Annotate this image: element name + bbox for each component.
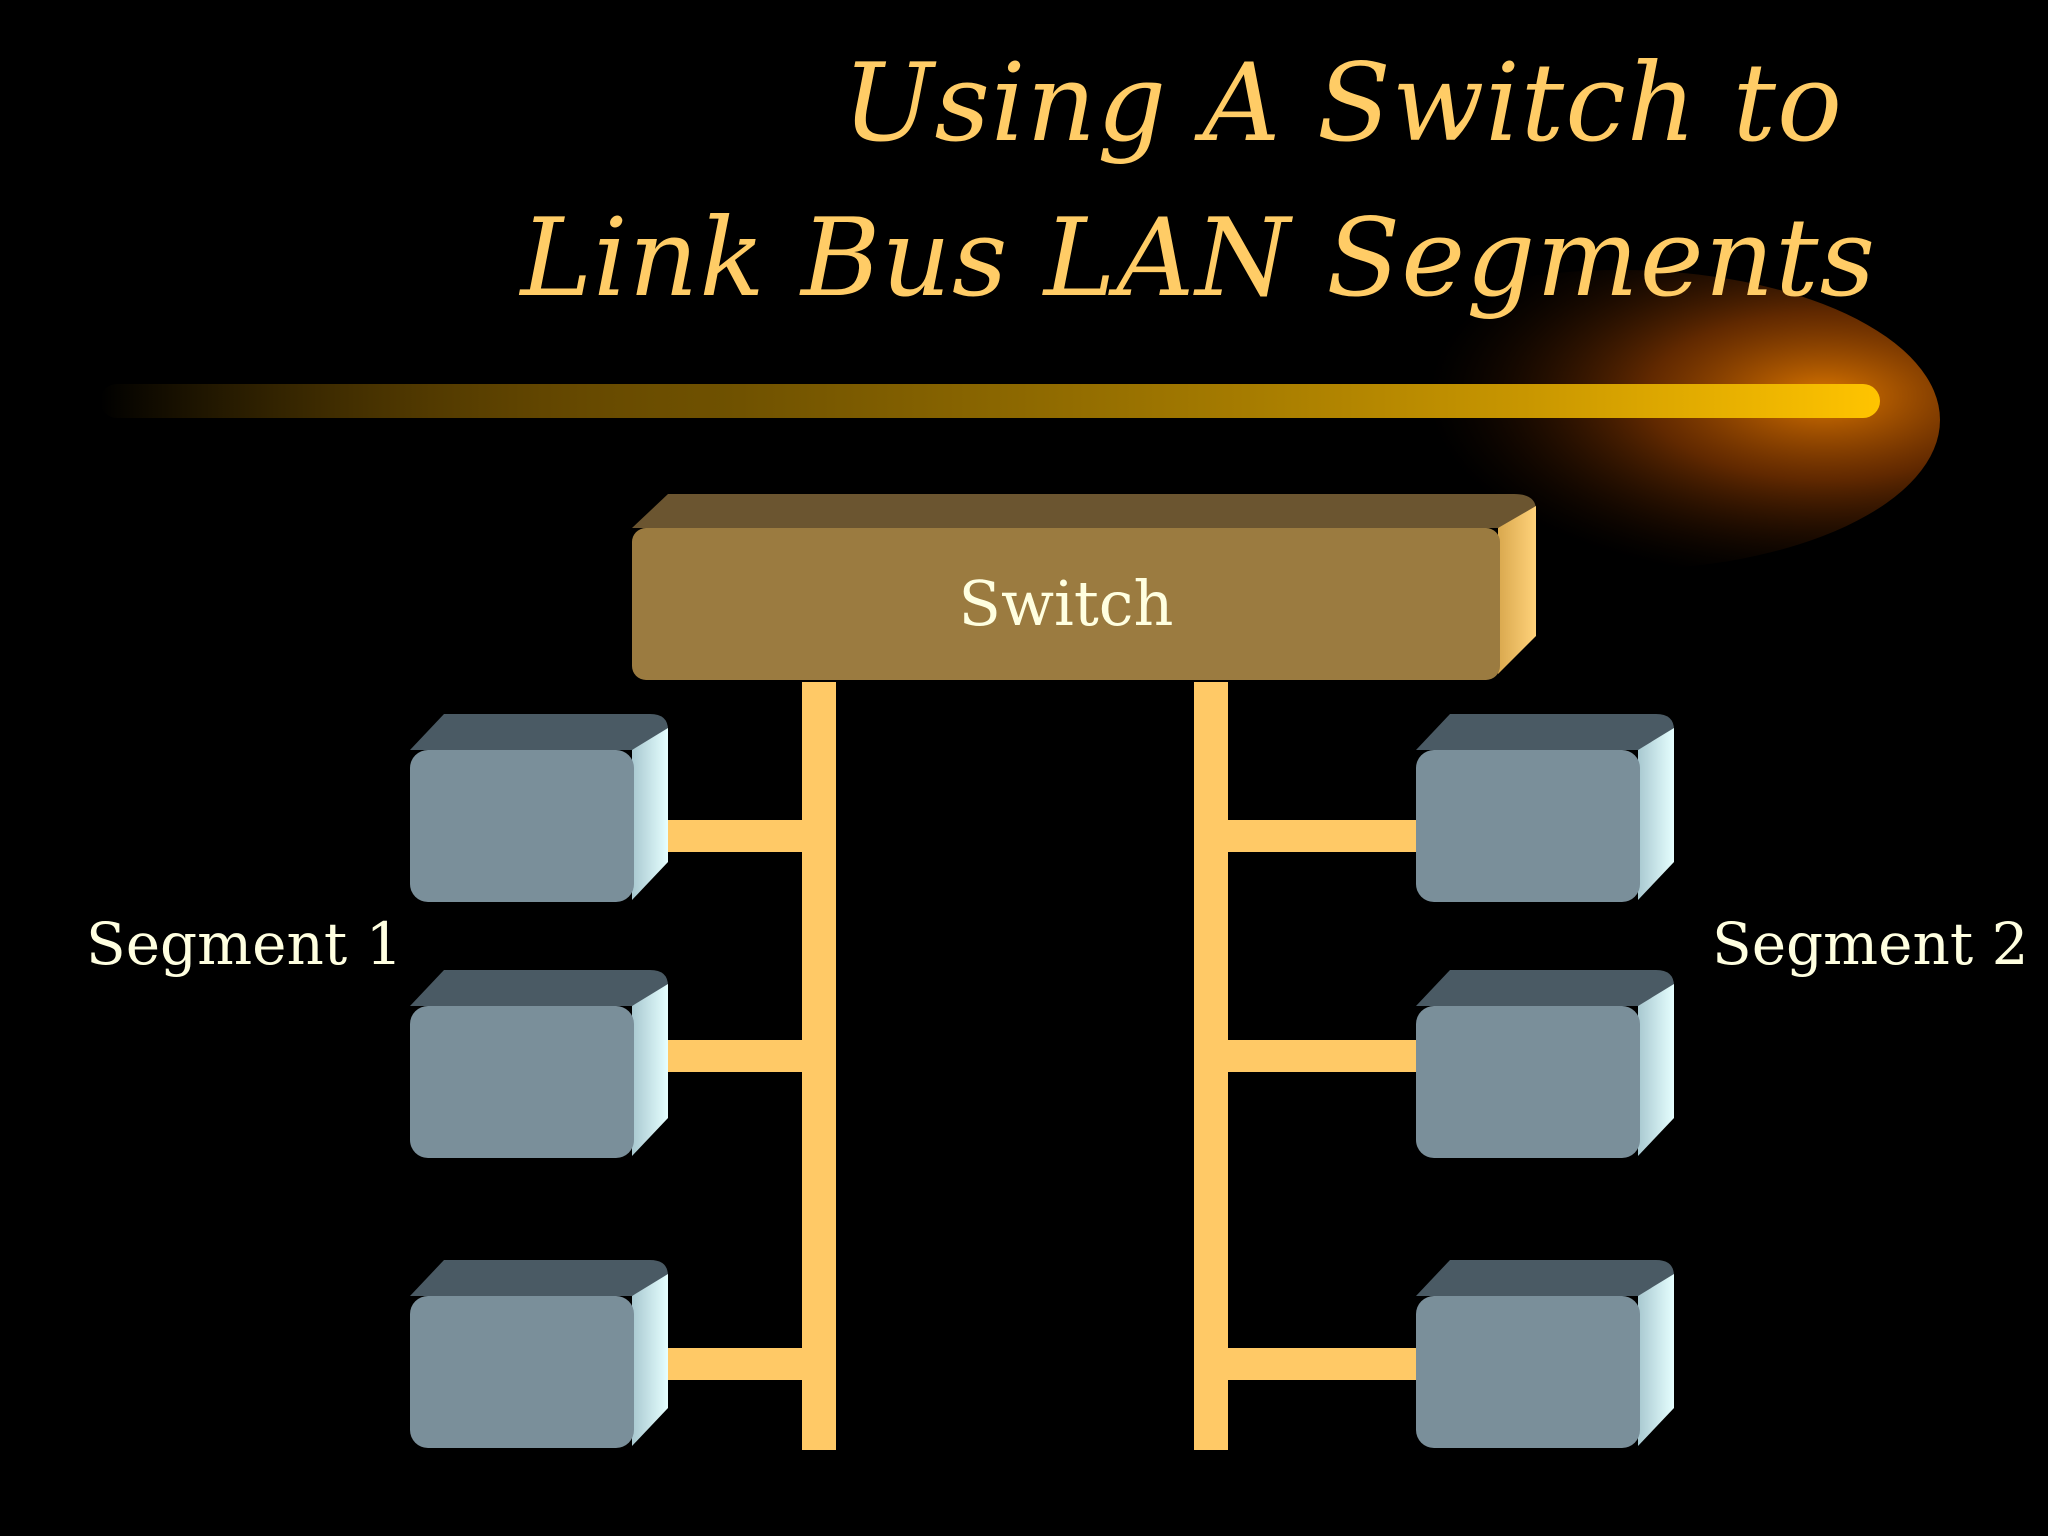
switch-front-face (632, 528, 1500, 680)
bus-line-segment-1 (802, 682, 836, 1450)
computer-seg2-2 (1416, 970, 1674, 1158)
title-line-2: Link Bus LAN Segments (520, 196, 1876, 321)
switch-top-face (632, 494, 1536, 528)
computer-seg2-1 (1416, 714, 1674, 902)
drop-cable-seg2-3 (1226, 1348, 1420, 1380)
segment-2-label: Segment 2 (1712, 910, 2029, 978)
drop-cable-seg2-1 (1226, 820, 1420, 852)
switch-label-container: Switch (632, 528, 1500, 680)
drop-cable-seg1-2 (660, 1040, 804, 1072)
drop-cable-seg1-3 (660, 1348, 804, 1380)
computer-seg2-3 (1416, 1260, 1674, 1448)
computer-seg1-2 (410, 970, 668, 1158)
segment-1-label: Segment 1 (86, 910, 403, 978)
title-line-1: Using A Switch to (842, 41, 1843, 166)
drop-cable-seg1-1 (660, 820, 804, 852)
computer-seg1-1 (410, 714, 668, 902)
swoosh-line (100, 384, 1880, 418)
switch-box (632, 494, 1536, 680)
drop-cable-seg2-2 (1226, 1040, 1420, 1072)
computer-seg1-3 (410, 1260, 668, 1448)
switch-side-face (1498, 506, 1536, 674)
switch-label: Switch (958, 567, 1174, 640)
bus-line-segment-2 (1194, 682, 1228, 1450)
